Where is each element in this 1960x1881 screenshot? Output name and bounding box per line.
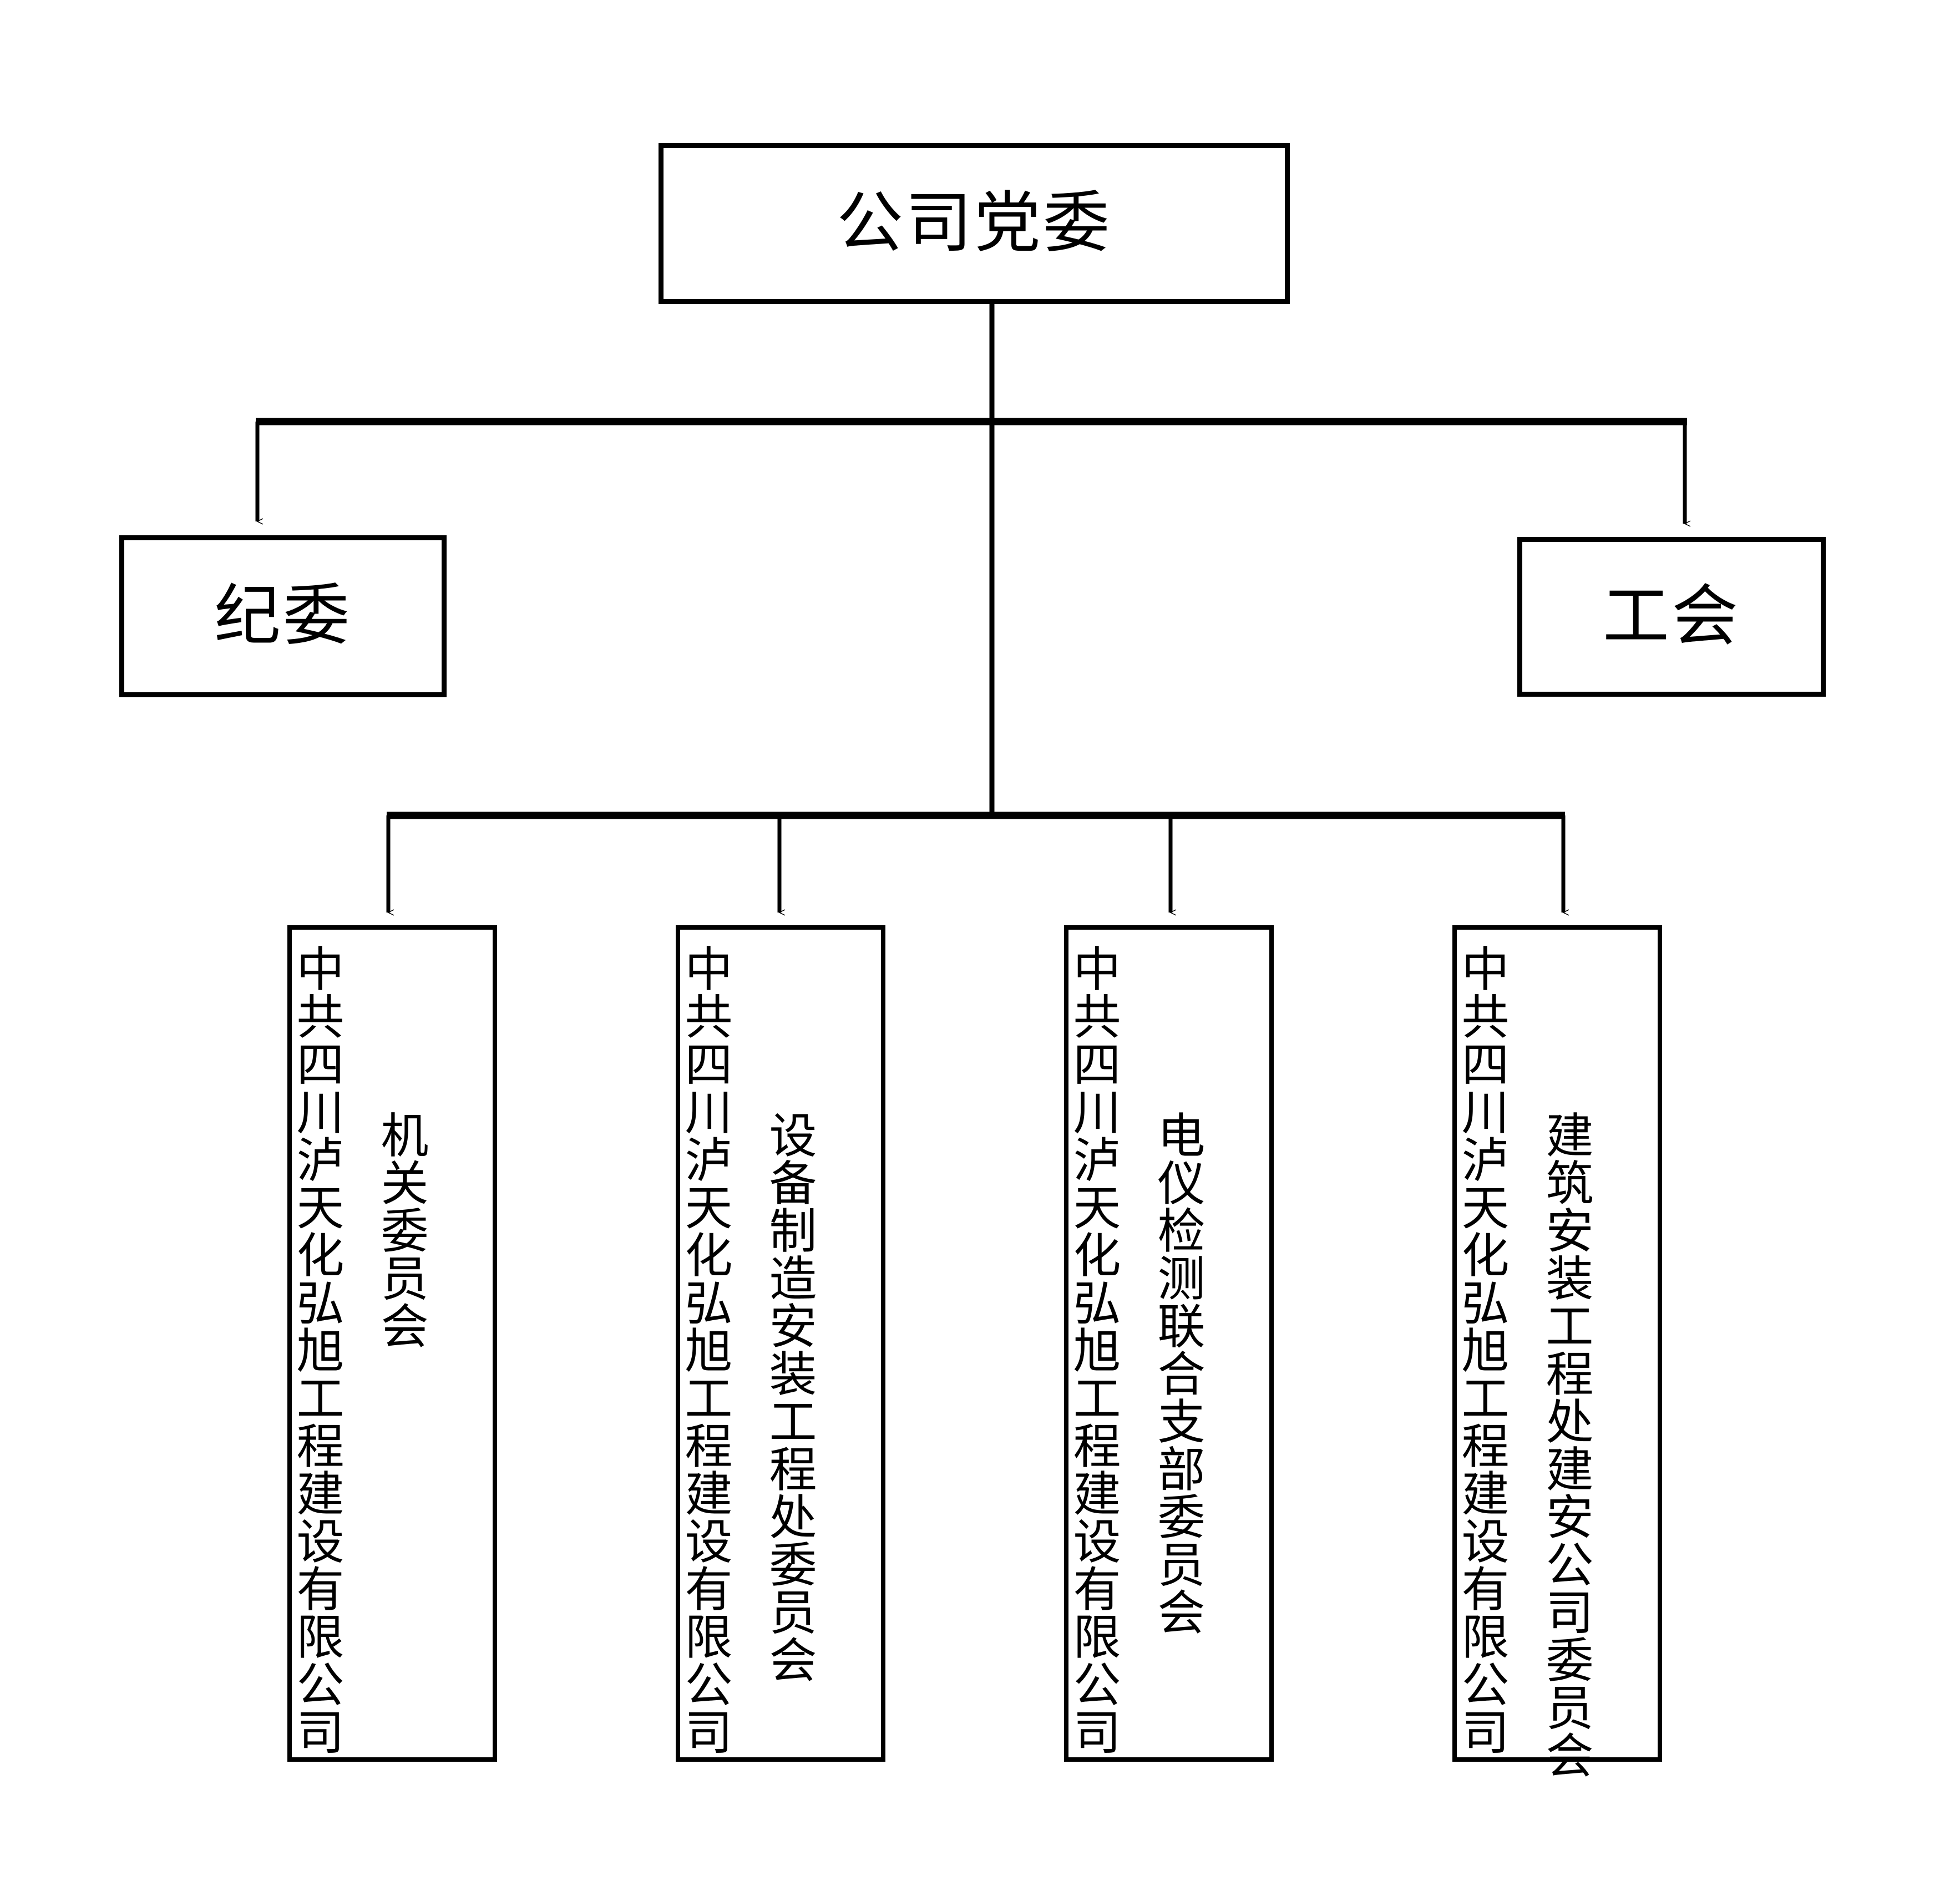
node-union-label: 工会 [1603,578,1740,655]
node-company-party-committee[interactable]: 公司党委 [659,143,1290,304]
leaf-3-unit-name: 建筑安装工程处建安公司委员会 [1537,1111,1593,1778]
leaf-3-company-prefix: 中共四川泸天化弘旭工程建设有限公司 [1453,944,1508,1755]
leaf-2-company-prefix: 中共四川泸天化弘旭工程建设有限公司 [1065,944,1120,1755]
node-organ-committee[interactable]: 中共四川泸天化弘旭工程建设有限公司 机关委员会 [287,925,497,1762]
node-construction-installation-committee[interactable]: 中共四川泸天化弘旭工程建设有限公司 建筑安装工程处建安公司委员会 [1452,925,1662,1778]
leaf-0-unit-name: 机关委员会 [372,1111,428,1349]
node-discipline-commission[interactable]: 纪委 [119,535,447,697]
leaf-2-unit-name: 电仪检测联合支部委员会 [1149,1111,1204,1635]
leaf-0-company-prefix: 中共四川泸天化弘旭工程建设有限公司 [288,944,343,1755]
node-instrumentation-testing-branch-committee[interactable]: 中共四川泸天化弘旭工程建设有限公司 电仪检测联合支部委员会 [1064,925,1274,1762]
node-labor-union[interactable]: 工会 [1517,537,1826,697]
leaf-1-company-prefix: 中共四川泸天化弘旭工程建设有限公司 [676,944,732,1755]
node-discipline-label: 纪委 [214,577,352,655]
leaf-1-unit-name: 设备制造安装工程处委员会 [761,1111,816,1683]
node-root-label: 公司党委 [837,185,1112,262]
node-equipment-manufacturing-committee[interactable]: 中共四川泸天化弘旭工程建设有限公司 设备制造安装工程处委员会 [676,925,885,1762]
